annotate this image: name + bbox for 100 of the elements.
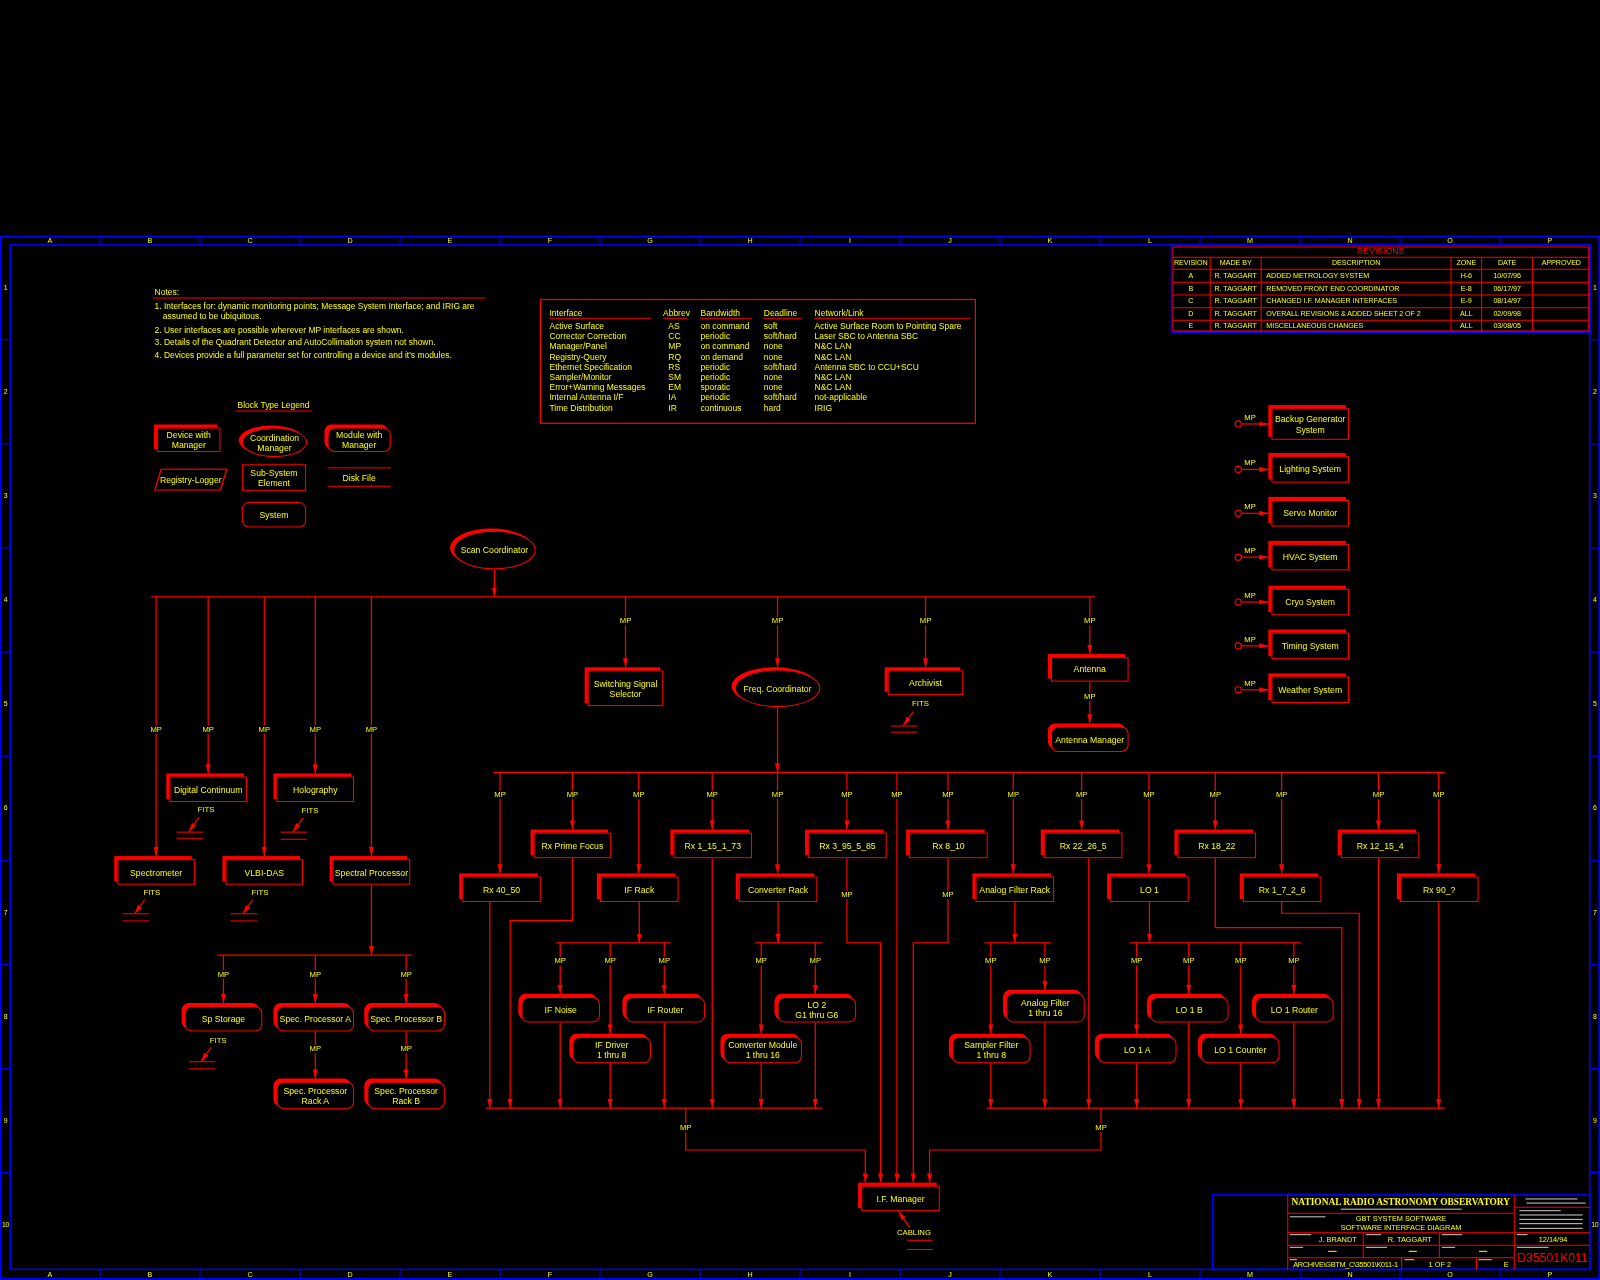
arrow <box>569 771 575 831</box>
device-box: Rx 1_7_2_6 <box>1239 873 1322 903</box>
module-box: Sampler Filter 1 thru 8 <box>948 1033 1031 1064</box>
table-text: on command <box>700 342 750 352</box>
arrow <box>1042 942 1048 991</box>
device-box: HVAC System <box>1268 540 1349 571</box>
arrow <box>636 771 642 875</box>
device-box: Rx 18_22 <box>1174 829 1257 859</box>
arrow <box>902 710 914 727</box>
bus-line <box>754 901 824 944</box>
table-text: Error+Warning Messages <box>549 383 646 393</box>
arrow <box>1376 771 1382 831</box>
device-box: Rx Prime Focus <box>530 829 612 859</box>
table-text: N&C LAN <box>814 383 852 393</box>
table-text: none <box>763 372 783 383</box>
arrow <box>812 942 818 995</box>
arrow <box>945 771 951 831</box>
device-box: Spectrometer <box>114 856 195 885</box>
device-box: Cryo System <box>1268 585 1349 616</box>
arrow <box>709 857 715 1109</box>
module-box: LO 1 B <box>1146 993 1229 1023</box>
table-text: periodic <box>700 372 731 383</box>
arrow <box>487 901 493 1109</box>
module-box: LO 1 A <box>1094 1033 1177 1064</box>
module-box: Spec. Processor A <box>273 1003 355 1032</box>
table-text: Ethernet Specification <box>549 362 632 372</box>
arrow <box>1146 771 1152 875</box>
bus-line <box>984 901 1052 944</box>
table-text: soft/hard <box>763 332 797 342</box>
arrow <box>1214 857 1345 1109</box>
table-text: Registry-Query <box>549 352 607 362</box>
table-text: Corrector Correction <box>549 332 627 342</box>
device-box: Switching Signal Selector <box>584 667 664 707</box>
arrow <box>403 954 409 1004</box>
table-text: none <box>763 342 783 352</box>
arrow <box>775 771 781 875</box>
module-box: Module with Manager <box>324 424 391 453</box>
table-text: RS <box>668 362 681 372</box>
table-text: on command <box>700 321 750 332</box>
arrow <box>312 1031 318 1080</box>
arrow <box>1291 1021 1297 1109</box>
arrow <box>661 942 667 995</box>
device-box: Digital Continuum <box>166 773 247 803</box>
column-heading: Interface <box>549 308 583 318</box>
note-text: 2. User interfaces are possible wherever MP interfaces are shown. <box>154 325 404 335</box>
device-box: Lighting System <box>1268 453 1349 483</box>
note-text: 4. Devices provide a full parameter set for controlling a device and it's modules. <box>154 351 452 362</box>
table-text: Manager/Panel <box>549 342 607 352</box>
arrow <box>1134 942 1140 1035</box>
arrow <box>1086 857 1092 1109</box>
arrow <box>607 1062 613 1109</box>
device-box: Rx 40_50 <box>459 873 541 903</box>
drawing-number: D35501K011 <box>1517 1251 1588 1266</box>
table-text: N&C LAN <box>814 342 852 352</box>
table-text: continuous <box>700 403 742 413</box>
table-text: not-applicable <box>814 393 868 403</box>
device-box: LO 1 <box>1107 873 1189 903</box>
device-box: Holography <box>273 773 355 803</box>
arrow <box>153 596 159 857</box>
arrow <box>557 942 563 995</box>
notes-heading: Notes: <box>154 287 180 297</box>
column-heading: Abbrev <box>663 308 690 318</box>
arrow <box>988 1062 994 1109</box>
note-text: 1. Interfaces for: dynamic monitoring points; Message System Interface; and IRIG are assumed to be ubiquitous. <box>154 302 476 322</box>
bus-line <box>493 706 1446 774</box>
arrow <box>1234 642 1269 650</box>
module-box: Spec. Processor Rack B <box>364 1078 445 1110</box>
device-box: Rx 1_15_1_73 <box>670 829 753 859</box>
table-text: Laser SBC to Antenna SBC <box>814 332 919 342</box>
device-box: Analog Filter Rack <box>972 873 1055 903</box>
device-box: VLBI-DAS <box>222 856 304 885</box>
table-text: Internal Antenna I/F <box>549 393 624 403</box>
device-box: Backup Generator System <box>1268 405 1349 440</box>
module-box: Spec. Processor B <box>364 1003 445 1032</box>
device-box: I.F. Manager <box>858 1182 940 1212</box>
arrow <box>897 1210 911 1229</box>
arrow <box>622 596 629 668</box>
device-box: Servo Monitor <box>1268 496 1349 527</box>
table-text: EM <box>668 383 682 393</box>
arrow <box>758 1062 764 1109</box>
device-box: Rx 12_15_4 <box>1337 829 1420 859</box>
arrow <box>812 1021 818 1109</box>
module-box: Converter Module 1 thru 16 <box>720 1033 803 1064</box>
table-text: sporatic <box>700 383 731 393</box>
arrow <box>846 857 884 1184</box>
module-box: Antenna Manager <box>1047 723 1129 753</box>
arrow <box>661 1021 667 1109</box>
module-box: LO 1 Counter <box>1197 1033 1280 1064</box>
arrow <box>557 1021 563 1109</box>
bus-line <box>927 1107 1446 1184</box>
device-box: Device with Manager <box>154 424 221 453</box>
table-text: periodic <box>700 362 731 372</box>
subsystem-box: Sub-System Element <box>241 464 307 491</box>
module-box: Sp Storage <box>181 1003 263 1032</box>
device-box: Archivist <box>884 667 964 695</box>
legend-heading: Block Type Legend <box>237 400 310 411</box>
table-text: soft <box>763 321 778 332</box>
arrow <box>1079 771 1085 831</box>
arrow <box>1238 942 1244 1035</box>
arrow <box>894 771 900 1184</box>
